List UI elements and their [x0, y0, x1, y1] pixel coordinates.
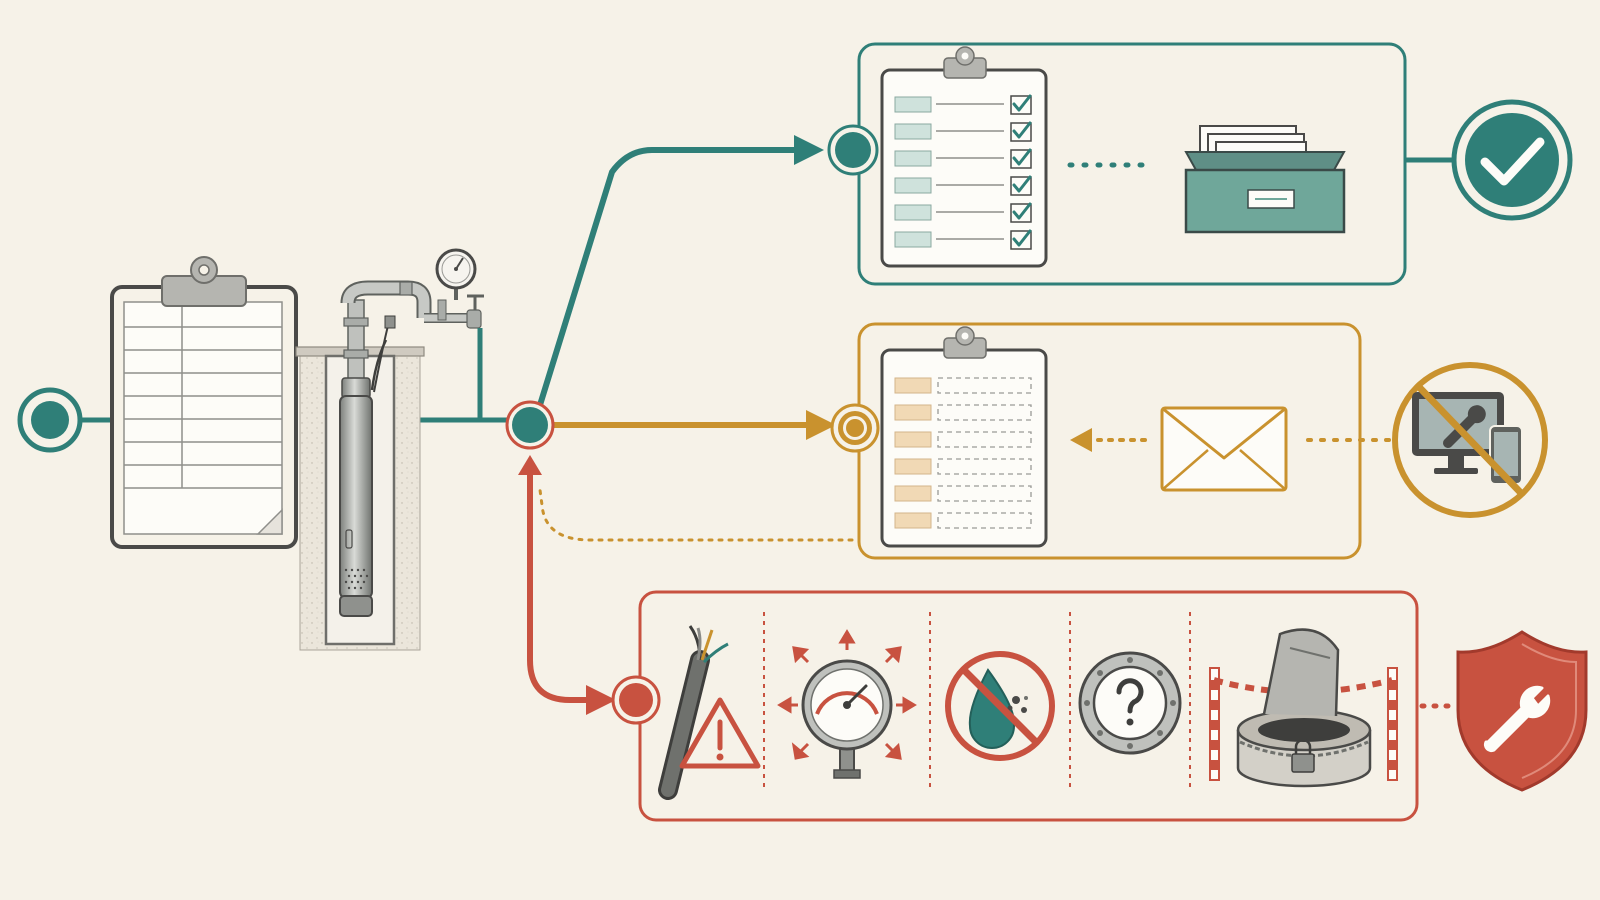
pending-entry-node-icon: [830, 403, 880, 453]
approved-branch: [827, 42, 1573, 286]
approved-entry-node-icon: [827, 124, 879, 176]
hazard-branch: [611, 590, 1588, 822]
pending-checklist-icon: [880, 326, 1048, 548]
well-pump-icon: [295, 280, 484, 651]
pending-branch: [830, 322, 1548, 560]
checkmark-badge-icon: [1451, 99, 1573, 221]
open-well-barrier-icon: [1209, 628, 1398, 788]
junction-node-icon: [505, 400, 555, 450]
envelope-icon: [1160, 406, 1288, 492]
no-contaminated-water-icon: [945, 651, 1055, 761]
approved-branch-arrow: [537, 135, 824, 406]
shield-wrench-icon: [1456, 630, 1588, 792]
pressure-gauge-icon: [435, 248, 477, 300]
pressure-burst-icon: [777, 629, 917, 779]
no-remote-service-icon: [1392, 362, 1548, 518]
hazard-return-arrowhead: [518, 455, 542, 475]
connector-lines: [80, 135, 854, 715]
hazard-entry-node-icon: [611, 675, 661, 725]
completed-checklist-icon: [880, 46, 1048, 268]
hazard-branch-arrow: [527, 468, 616, 715]
clipboard-icon: [110, 256, 298, 549]
start-node-icon: [17, 387, 83, 453]
file-box-icon: [1184, 125, 1346, 234]
hazard-dividers: [763, 612, 1191, 790]
pending-loop-back-dotted-line: [538, 488, 854, 542]
damaged-cable-warning-icon: [658, 625, 761, 800]
unknown-seal-icon: [1078, 651, 1182, 755]
envelope-arrowhead: [1070, 428, 1092, 452]
